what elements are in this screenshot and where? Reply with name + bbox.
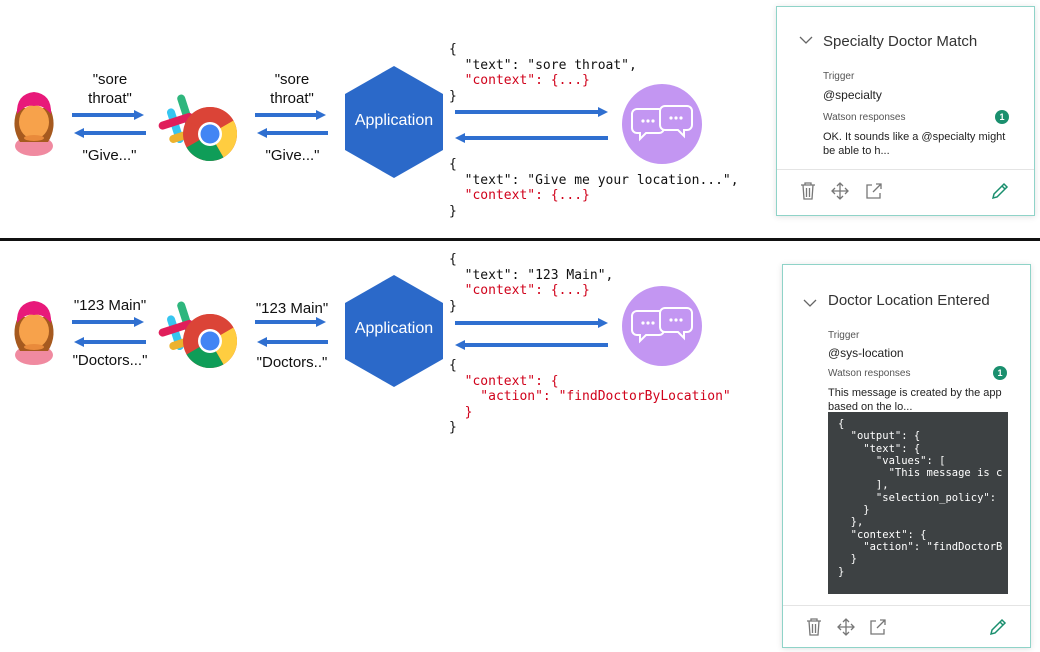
- pencil-icon[interactable]: [987, 616, 1009, 638]
- dialog-node-card-location[interactable]: Doctor Location Entered Trigger @sys-loc…: [782, 264, 1031, 648]
- row1-application-label: Application: [354, 112, 434, 129]
- row1-user-message-label: "sore throat": [88, 71, 132, 107]
- responses-label: Watson responses: [823, 112, 906, 123]
- trash-icon[interactable]: [803, 616, 825, 638]
- row1-diagram-graphics: [14, 66, 703, 178]
- row2-diagram-graphics: [14, 275, 703, 387]
- trash-icon[interactable]: [797, 180, 819, 202]
- row2-forward-label: "123 Main": [255, 300, 329, 317]
- user-avatar-icon: [14, 301, 54, 365]
- responses-count-badge: 1: [995, 110, 1009, 124]
- trigger-value: @sys-location: [828, 346, 904, 360]
- slack-chrome-icon: [157, 93, 238, 162]
- trigger-label: Trigger: [828, 330, 860, 341]
- trigger-label: Trigger: [823, 71, 855, 82]
- responses-count-badge: 1: [993, 366, 1007, 380]
- chevron-down-icon[interactable]: [799, 32, 813, 48]
- row1-request-json: { "text": "sore throat", "context": {...…: [449, 42, 637, 104]
- dialog-node-card-specialty[interactable]: Specialty Doctor Match Trigger @specialt…: [776, 6, 1035, 216]
- row2-response-json: { "context": { "action": "findDoctorByLo…: [449, 358, 731, 435]
- row2-application-label: Application: [354, 320, 434, 337]
- user-avatar-icon: [14, 92, 54, 156]
- row1-response-json: { "text": "Give me your location...", "c…: [449, 157, 739, 219]
- export-icon[interactable]: [863, 180, 885, 202]
- row2-user-message-label: "123 Main": [73, 297, 147, 314]
- watson-chat-icon: [621, 285, 703, 367]
- trigger-value: @specialty: [823, 88, 882, 102]
- section-divider: [0, 238, 1040, 241]
- row1-forward-label: "sore throat": [270, 71, 314, 107]
- row2-reply-label: "Doctors...": [72, 352, 148, 369]
- row1-app-reply-label: "Give...": [265, 147, 320, 164]
- card-divider: [783, 605, 1030, 606]
- responses-label: Watson responses: [828, 368, 911, 379]
- slack-chrome-icon: [157, 300, 238, 369]
- application-hexagon: [345, 275, 443, 387]
- response-text: OK. It sounds like a @specialty might be…: [823, 131, 1006, 157]
- card-title: Doctor Location Entered: [828, 292, 990, 309]
- card-divider: [777, 169, 1034, 170]
- application-hexagon: [345, 66, 443, 178]
- json-editor-preview[interactable]: { "output": { "text": { "values": [ "Thi…: [828, 412, 1008, 594]
- move-icon[interactable]: [835, 616, 857, 638]
- row2-request-json: { "text": "123 Main", "context": {...} }: [449, 252, 614, 314]
- chevron-down-icon[interactable]: [803, 295, 817, 311]
- move-icon[interactable]: [829, 180, 851, 202]
- response-text: This message is created by the app based…: [828, 387, 1002, 413]
- json-code: { "output": { "text": { "values": [ "Thi…: [838, 418, 1003, 578]
- row2-app-reply-label: "Doctors..": [256, 354, 328, 371]
- export-icon[interactable]: [867, 616, 889, 638]
- pencil-icon[interactable]: [989, 180, 1011, 202]
- row1-reply-label: "Give...": [82, 147, 137, 164]
- card-title: Specialty Doctor Match: [823, 33, 978, 50]
